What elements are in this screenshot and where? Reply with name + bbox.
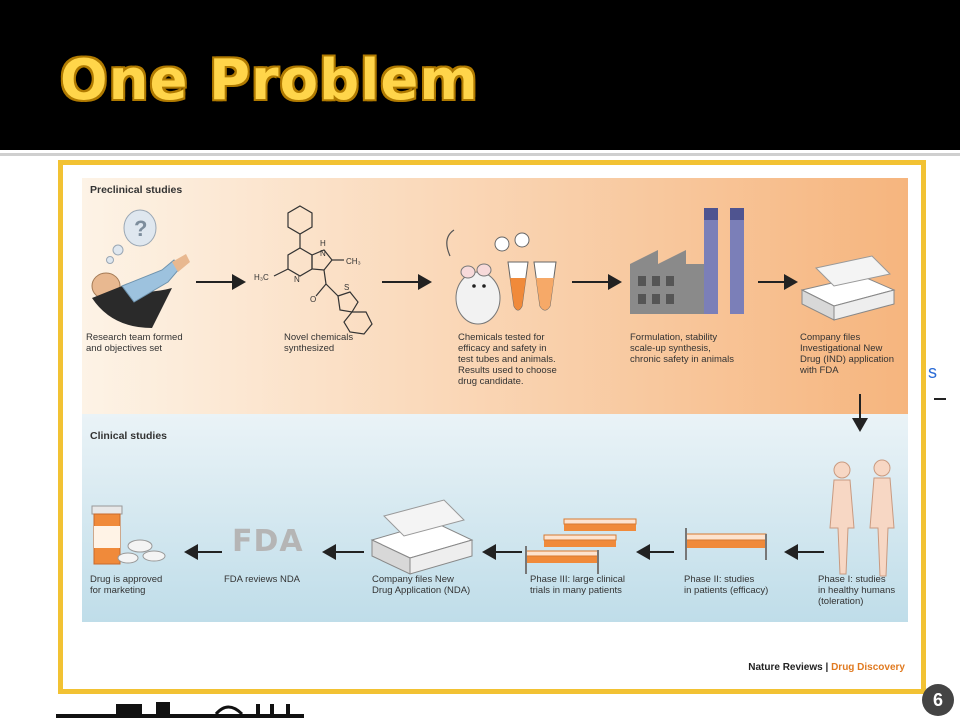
- clinical-step-caption: Phase III: large clinical trials in many…: [530, 574, 626, 596]
- hospital-bed-icon: [525, 518, 637, 574]
- slide-title: One Problem: [60, 48, 479, 113]
- clinical-background: [82, 414, 908, 622]
- document-box-icon: [370, 499, 474, 575]
- header-divider: [0, 153, 960, 156]
- mouse-icon: [446, 229, 501, 325]
- document-box-icon: [800, 255, 896, 321]
- preclinical-step-caption: Company files Investigational New Drug (…: [800, 332, 894, 376]
- formula-label-s: S: [344, 283, 349, 292]
- clinical-step-caption: Phase II: studies in patients (efficacy): [684, 574, 769, 596]
- credit-separator: |: [822, 662, 832, 673]
- stray-dash: [934, 398, 946, 400]
- credit-section: Drug Discovery: [831, 662, 905, 673]
- pill-bottle-icon: [91, 505, 166, 565]
- hospital-bed-icon: [685, 528, 767, 560]
- figure-credit: Nature Reviews | Drug Discovery: [700, 662, 905, 673]
- clinical-step-caption: Drug is approved for marketing: [90, 574, 163, 596]
- clinical-step-caption: Phase I: studies in healthy humans (tole…: [818, 574, 896, 607]
- clinical-step-caption: Company files New Drug Application (NDA): [372, 574, 471, 596]
- formula-label-ch3: CH₃: [346, 257, 361, 266]
- stray-text-fragment: s: [928, 362, 937, 382]
- drug-development-diagram: ? H N CH₃ H₃C O S N: [82, 178, 908, 622]
- scientist-icon: ?: [91, 209, 190, 328]
- clinical-step-caption: FDA reviews NDA: [224, 574, 301, 585]
- page-number-badge: 6: [922, 684, 954, 716]
- preclinical-step-caption: Novel chemicals synthesized: [284, 332, 354, 354]
- formula-label-h3c: H₃C: [254, 273, 269, 282]
- credit-journal: Nature Reviews: [748, 662, 823, 673]
- formula-label-o: O: [310, 295, 316, 304]
- preclinical-step-caption: Research team formed and objectives set: [86, 332, 183, 354]
- slide-header: [0, 0, 960, 150]
- molecule-icon: [273, 205, 373, 335]
- test-tube-icon: [494, 232, 557, 311]
- svg-text:?: ?: [134, 216, 147, 241]
- bottom-clipart-fragment: [56, 702, 304, 718]
- formula-label-n: N: [320, 249, 326, 258]
- preclinical-step-caption: Formulation, stability scale-up synthesi…: [630, 332, 735, 365]
- fda-logo-text: FDA: [232, 524, 304, 559]
- preclinical-section-label: Preclinical studies: [90, 184, 183, 196]
- humans-icon: [829, 459, 895, 577]
- formula-label-h: H: [320, 239, 326, 248]
- formula-label-n2: N: [294, 275, 300, 284]
- clinical-section-label: Clinical studies: [90, 430, 168, 442]
- factory-icon: [630, 208, 744, 314]
- preclinical-step-caption: Chemicals tested for efficacy and safety…: [458, 332, 557, 387]
